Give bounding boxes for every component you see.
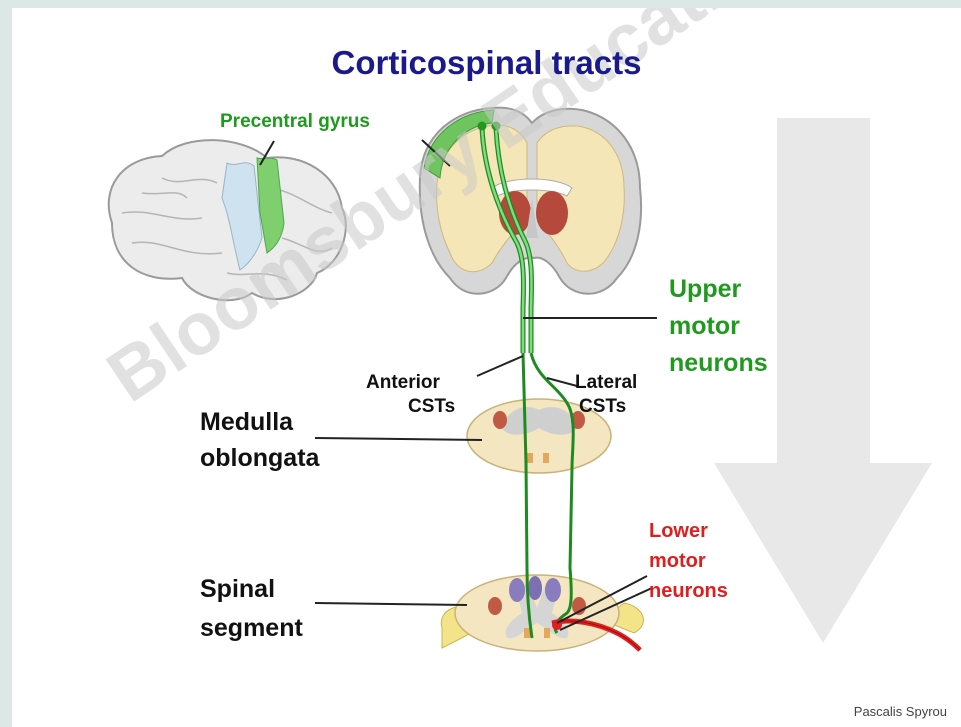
label-lateral-1: Lateral [575,372,637,394]
label-precentral-gyrus: Precentral gyrus [220,111,370,133]
label-upper-motor-1: Upper [669,275,741,304]
spinal-section [441,575,643,651]
label-medulla-1: Medulla [200,408,293,437]
label-lower-motor-1: Lower [649,520,708,543]
label-medulla-2: oblongata [200,444,319,473]
label-spinal-2: segment [200,614,303,643]
label-spinal-1: Spinal [200,575,275,604]
label-anterior-2: CSTs [408,396,455,418]
label-anterior-1: Anterior [366,372,440,394]
label-upper-motor-2: motor [669,312,740,341]
author-credit: Pascalis Spyrou [854,704,947,719]
slide-title: Corticospinal tracts [12,44,961,82]
label-lower-motor-2: motor [649,550,706,573]
downward-arrow [714,118,932,643]
label-lateral-2: CSTs [579,396,626,418]
label-lower-motor-3: neurons [649,580,728,603]
label-upper-motor-3: neurons [669,349,768,378]
slide: Bloomsbury Educational Ltd Corticospinal… [12,8,961,727]
